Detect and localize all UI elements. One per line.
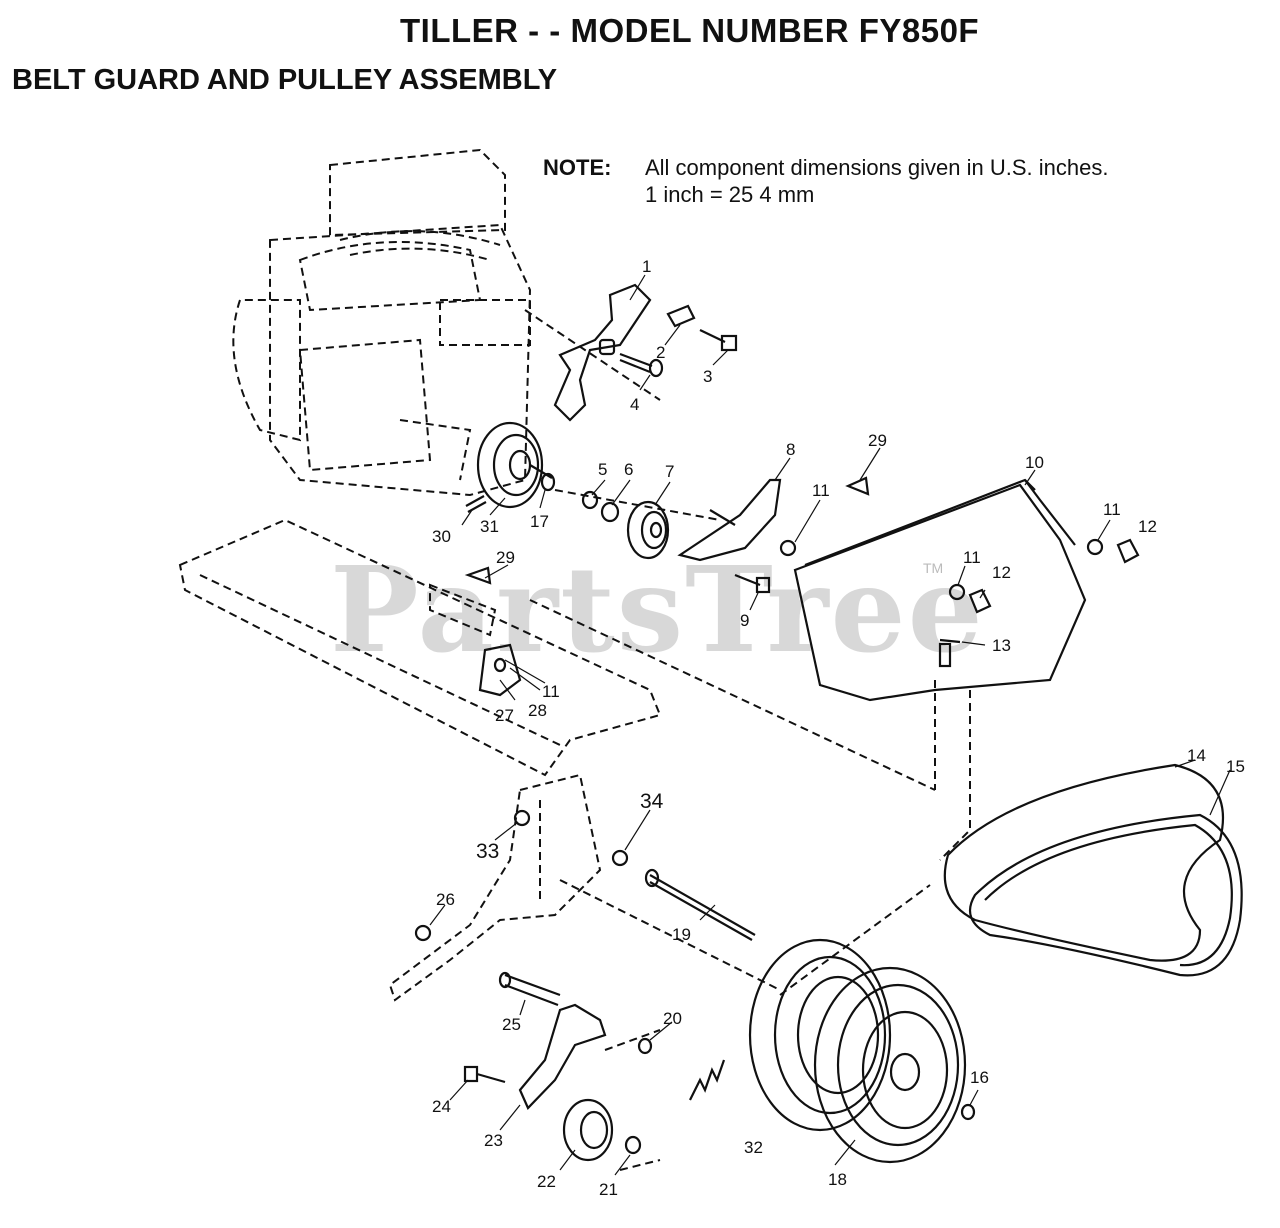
- callout-29-b: 29: [496, 548, 515, 567]
- callout-1: 1: [642, 257, 651, 276]
- callout-4: 4: [630, 395, 639, 414]
- note-label: NOTE:: [543, 155, 612, 180]
- washer-part-6: [600, 501, 620, 523]
- callout-19: 19: [672, 925, 691, 944]
- diagram-subtitle: BELT GUARD AND PULLEY ASSEMBLY: [12, 64, 558, 96]
- callout-9: 9: [740, 611, 749, 630]
- callout-32: 32: [744, 1138, 763, 1157]
- washer-part-11-b: [1086, 538, 1104, 556]
- washer-part-11-a: [779, 539, 797, 557]
- callout-11-c: 11: [963, 548, 981, 567]
- spring-hook-part-20: [637, 1037, 653, 1055]
- callout-6: 6: [624, 460, 633, 479]
- callout-leader-lines: [429, 274, 1231, 1176]
- idler-arm-part-23: [518, 1003, 607, 1110]
- callout-10: 10: [1025, 453, 1044, 472]
- spacer-part: [709, 509, 736, 526]
- callout-15: 15: [1226, 757, 1245, 776]
- assembly-guide-lines: [524, 309, 971, 1171]
- idler-pulley-part-22: [562, 1098, 614, 1162]
- callout-12-a: 12: [1138, 517, 1157, 536]
- bolt-part-24: [463, 1065, 506, 1084]
- shaft-part-19: [644, 868, 756, 941]
- nut-part-26: [414, 924, 432, 942]
- callout-24: 24: [432, 1097, 451, 1116]
- plate-part-27-28: [478, 643, 522, 697]
- callout-20: 20: [663, 1009, 682, 1028]
- spring-part: [689, 1059, 726, 1101]
- callout-11-b: 11: [1103, 500, 1121, 519]
- dimensions-note: NOTE: All component dimensions given in U…: [543, 154, 1108, 208]
- nut-part-16: [960, 1103, 976, 1121]
- idler-pulley-part-7: [626, 500, 670, 560]
- drive-pulley-part-18: [813, 966, 967, 1164]
- belt-part-15: [968, 813, 1243, 977]
- washer-part-11-c: [948, 583, 966, 601]
- callout-23: 23: [484, 1131, 503, 1150]
- callout-29-a: 29: [868, 431, 887, 450]
- callout-27: 27: [495, 706, 514, 725]
- knob-part-12-b: [968, 588, 992, 614]
- spacer-part-25: [498, 971, 561, 1007]
- callout-21: 21: [599, 1180, 618, 1199]
- callout-30: 30: [432, 527, 451, 546]
- key-part-17: [540, 472, 556, 492]
- callout-8: 8: [786, 440, 795, 459]
- callout-18: 18: [828, 1170, 847, 1189]
- clip-part-29-upper: [845, 476, 870, 496]
- nut-part-21: [624, 1135, 642, 1155]
- callout-11-d: 11: [542, 682, 560, 701]
- callout-26: 26: [436, 890, 455, 909]
- callout-31: 31: [480, 517, 499, 536]
- idler-arm-part-8: [677, 478, 782, 562]
- note-line-1: All component dimensions given in U.S. i…: [645, 155, 1109, 180]
- belt-part-14: [943, 763, 1225, 962]
- bolt-part-3: [699, 329, 738, 352]
- trademark-mark: TM: [923, 560, 944, 576]
- pin-part-4: [619, 352, 664, 378]
- spring-part-30: [465, 495, 487, 513]
- belt-guard-part-10: [793, 478, 1087, 702]
- callout-17: 17: [530, 512, 549, 531]
- callout-14: 14: [1187, 746, 1206, 765]
- callout-28: 28: [528, 701, 547, 720]
- callout-25: 25: [502, 1015, 521, 1034]
- bracket-part-1: [553, 283, 652, 422]
- callout-16: 16: [970, 1068, 989, 1087]
- washer-part-34: [611, 849, 629, 867]
- stud-part-13: [938, 638, 961, 668]
- note-line-2: 1 inch = 25 4 mm: [645, 182, 815, 207]
- callout-7: 7: [665, 462, 674, 481]
- callout-2: 2: [656, 343, 665, 362]
- callout-5: 5: [598, 460, 607, 479]
- engine-outline: [232, 148, 532, 497]
- clip-part-2: [666, 304, 696, 328]
- knob-part-12-a: [1116, 538, 1140, 564]
- drive-pulley-part-32: [748, 938, 892, 1132]
- callout-33: 33: [476, 840, 499, 863]
- nut-part-5: [581, 490, 599, 510]
- callout-34: 34: [640, 790, 664, 813]
- partstree-watermark: PartsTree: [330, 540, 985, 679]
- callout-11-a: 11: [812, 481, 830, 500]
- engine-pulley-part-31: [476, 421, 553, 509]
- tine-shield-outline: [178, 518, 662, 777]
- callout-22: 22: [537, 1172, 556, 1191]
- clip-part-29-lower: [464, 566, 492, 585]
- callout-12-b: 12: [992, 563, 1011, 582]
- washer-part-33: [513, 809, 531, 827]
- frame-bracket-outline: [388, 773, 602, 1002]
- bolt-part-9: [734, 573, 771, 594]
- callout-13: 13: [992, 636, 1011, 655]
- callout-3: 3: [703, 367, 712, 386]
- diagram-title: TILLER - - MODEL NUMBER FY850F: [400, 12, 980, 49]
